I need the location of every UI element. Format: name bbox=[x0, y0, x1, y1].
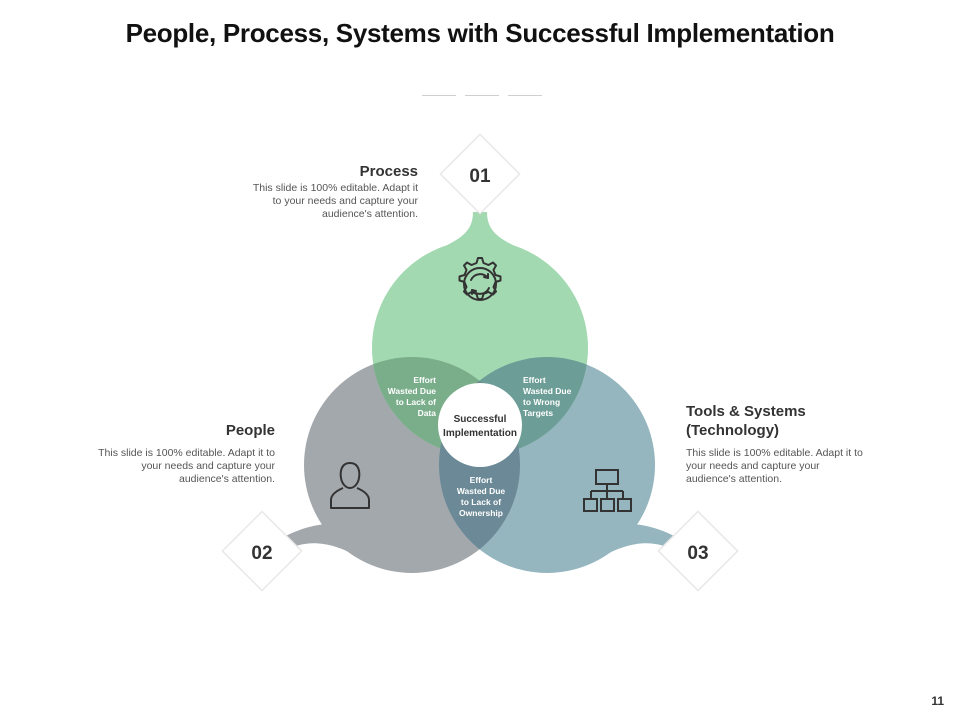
description-line: your needs and capture your bbox=[686, 460, 820, 472]
people-number: 02 bbox=[251, 543, 272, 564]
overlap-text: Effort bbox=[470, 475, 493, 485]
overlap-text: to Lack of bbox=[461, 497, 501, 507]
slide-title: People, Process, Systems with Successful… bbox=[125, 18, 835, 48]
overlap-text: Targets bbox=[523, 408, 553, 418]
systems-number: 03 bbox=[687, 543, 708, 564]
description-line: to your needs and capture your bbox=[272, 195, 418, 207]
overlap-text: Wasted Due bbox=[388, 386, 437, 396]
org-chart-icon bbox=[583, 469, 632, 512]
overlap-label-process-systems: Effort Wasted Due to Wrong Targets bbox=[523, 375, 572, 418]
title-underline-segment bbox=[465, 95, 499, 96]
person-icon bbox=[330, 462, 370, 509]
process-number-diamond: 01 bbox=[439, 133, 521, 215]
overlap-text: to Lack of bbox=[396, 397, 436, 407]
heading-line: (Technology) bbox=[686, 422, 780, 439]
page-number: 11 bbox=[931, 694, 944, 708]
title-underline-segment bbox=[508, 95, 542, 96]
description-line: This slide is 100% editable. Adapt it to bbox=[686, 447, 863, 459]
overlap-text: Ownership bbox=[459, 508, 503, 518]
overlap-text: Wasted Due bbox=[457, 486, 506, 496]
description-line: your needs and capture your bbox=[141, 460, 275, 472]
description-line: audience's attention. bbox=[322, 208, 418, 220]
overlap-text: to Wrong bbox=[523, 397, 560, 407]
description-line: This slide is 100% editable. Adapt it to bbox=[98, 447, 275, 459]
overlap-text: Data bbox=[418, 408, 437, 418]
center-label-line1: Successful bbox=[454, 414, 507, 425]
overlap-label-process-people: Effort Wasted Due to Lack of Data bbox=[388, 375, 437, 418]
process-description: This slide is 100% editable. Adapt it to… bbox=[198, 182, 418, 221]
center-circle bbox=[438, 383, 522, 467]
gear-cycle-icon bbox=[458, 257, 502, 301]
people-connector bbox=[282, 524, 360, 558]
description-line: audience's attention. bbox=[179, 473, 275, 485]
process-number: 01 bbox=[469, 166, 491, 187]
overlap-text: Wasted Due bbox=[523, 386, 572, 396]
process-heading: Process bbox=[359, 163, 418, 180]
systems-heading: Tools & Systems (Technology) bbox=[686, 402, 926, 440]
overlap-text: Effort bbox=[413, 375, 436, 385]
systems-connector bbox=[600, 524, 678, 558]
systems-description: This slide is 100% editable. Adapt it to… bbox=[686, 447, 926, 486]
process-connector bbox=[432, 212, 528, 252]
overlap-label-people-systems: Effort Wasted Due to Lack of Ownership bbox=[457, 475, 506, 518]
title-underline-segment bbox=[422, 95, 456, 96]
people-description: This slide is 100% editable. Adapt it to… bbox=[55, 447, 275, 486]
heading-line: Tools & Systems bbox=[686, 403, 806, 420]
description-line: This slide is 100% editable. Adapt it bbox=[252, 182, 418, 194]
people-number-diamond: 02 bbox=[221, 510, 303, 592]
overlap-text: Effort bbox=[523, 375, 546, 385]
systems-number-diamond: 03 bbox=[657, 510, 739, 592]
description-line: audience's attention. bbox=[686, 473, 782, 485]
people-heading: People bbox=[225, 422, 275, 439]
center-label-line2: Implementation bbox=[443, 428, 517, 439]
